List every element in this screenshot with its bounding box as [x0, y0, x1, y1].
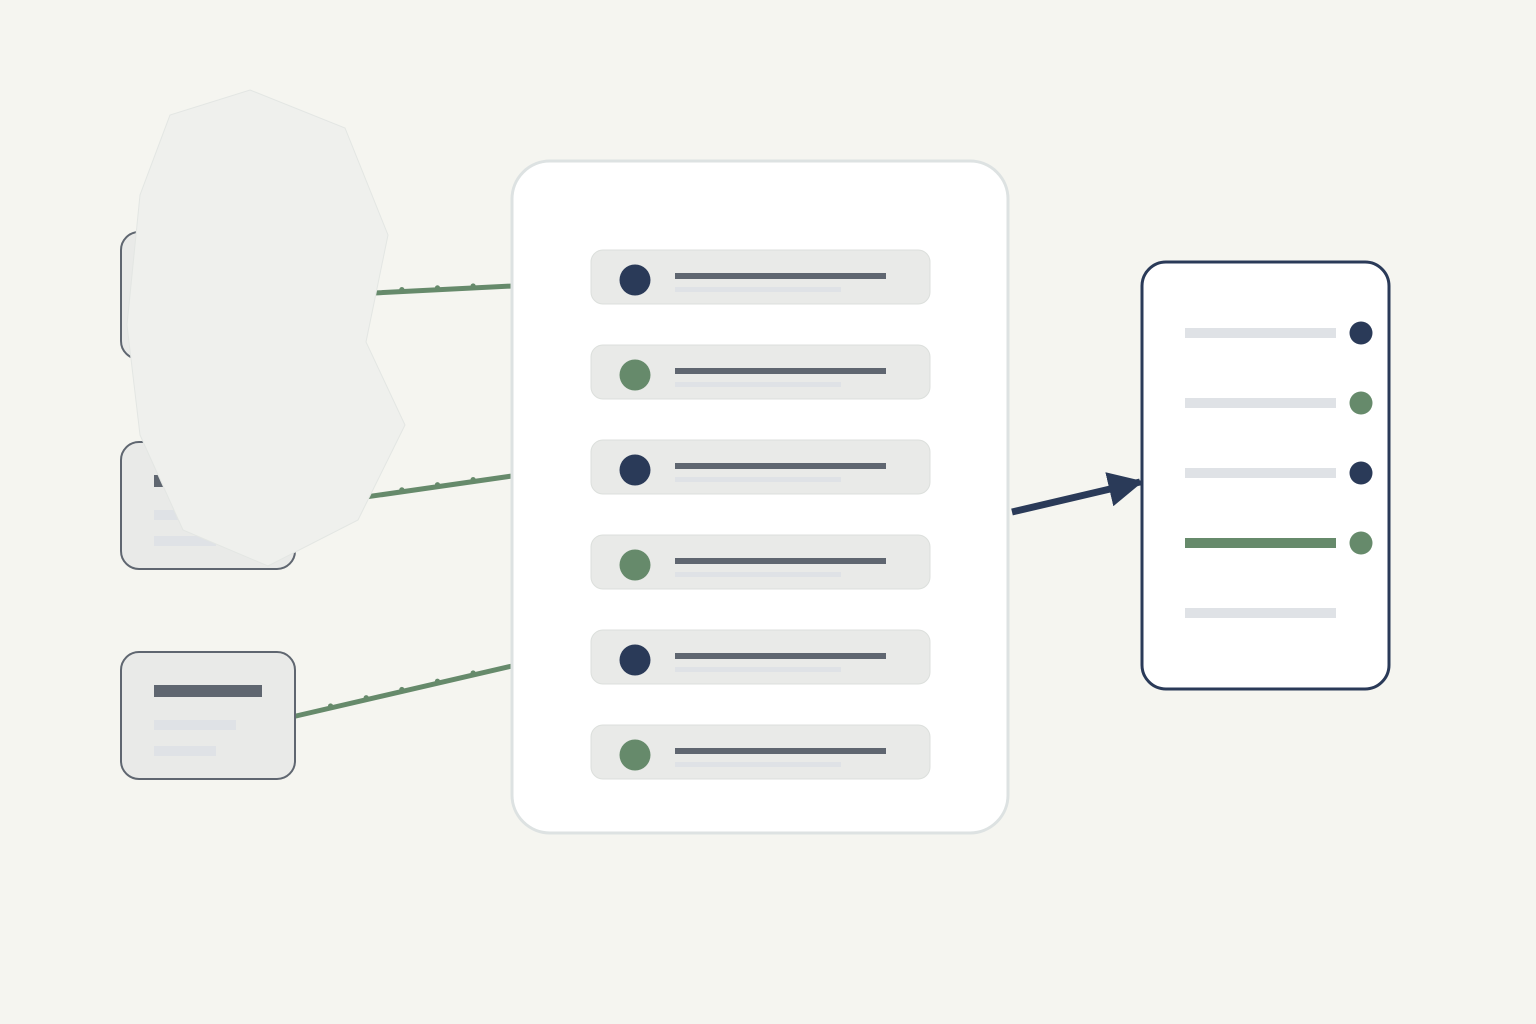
- hub-row: [590, 629, 931, 685]
- hub-row-subtitle-bar: [675, 287, 841, 292]
- connector-dot: [327, 703, 334, 709]
- connector-dot: [434, 678, 441, 684]
- hub-row-subtitle-bar: [675, 572, 841, 577]
- blob-shape: [126, 89, 406, 567]
- output-row-bar: [1185, 468, 1336, 478]
- source-card-frame: [120, 651, 296, 780]
- output-row-bar: [1185, 538, 1336, 548]
- hub-row-title-bar: [675, 368, 886, 374]
- output-panel: [1140, 260, 1391, 691]
- hub-row-status-dot: [619, 739, 651, 771]
- connector-dot: [470, 670, 476, 676]
- hub-row-status-dot: [619, 264, 651, 296]
- connector-dot: [434, 482, 441, 488]
- output-row: [1185, 321, 1373, 345]
- source-connector: [293, 663, 515, 719]
- connector-line: [293, 663, 515, 719]
- source-card-line: [154, 536, 216, 546]
- hub-row-status-dot: [619, 644, 651, 676]
- hub-row-status-dot: [619, 454, 651, 486]
- connector-dot: [434, 285, 441, 291]
- output-row-bar: [1185, 608, 1336, 618]
- hub-row-title-bar: [675, 558, 886, 564]
- hub-row-status-dot: [619, 359, 651, 391]
- hub-row: [590, 534, 931, 590]
- connector-dot: [399, 487, 405, 493]
- output-arrow: [1011, 472, 1144, 516]
- hub-row-status-dot: [619, 549, 651, 581]
- source-card-line: [154, 746, 216, 756]
- output-row-bar: [1185, 328, 1336, 338]
- output-row: [1185, 608, 1336, 618]
- hub-row-title-bar: [675, 463, 886, 469]
- output-row-status-dot: [1349, 461, 1373, 485]
- output-row: [1185, 531, 1373, 555]
- connector-dot: [470, 476, 476, 483]
- hub-row-subtitle-bar: [675, 382, 841, 387]
- connector-dot: [363, 695, 369, 701]
- output-row-status-dot: [1349, 391, 1373, 415]
- hub-row: [590, 724, 931, 780]
- output-row-status-dot: [1349, 321, 1373, 345]
- hub-panel: [510, 159, 1010, 835]
- output-row: [1185, 461, 1373, 485]
- hub-row-subtitle-bar: [675, 762, 841, 767]
- output-row: [1185, 391, 1373, 415]
- hub-row-subtitle-bar: [675, 477, 841, 482]
- connector-dot: [399, 686, 405, 693]
- connector-dot: [470, 283, 476, 289]
- hub-row: [590, 249, 931, 305]
- hub-row: [590, 439, 931, 495]
- hub-row-title-bar: [675, 748, 886, 754]
- hub-row-subtitle-bar: [675, 667, 841, 672]
- hub-row-title-bar: [675, 653, 886, 659]
- output-row-status-dot: [1349, 531, 1373, 555]
- output-row-bar: [1185, 398, 1336, 408]
- source-card: [120, 651, 296, 780]
- source-card-line: [154, 720, 236, 730]
- hub-row: [590, 344, 931, 400]
- hub-row-title-bar: [675, 273, 886, 279]
- source-card-title-bar: [154, 685, 262, 697]
- connector-dot: [399, 287, 405, 293]
